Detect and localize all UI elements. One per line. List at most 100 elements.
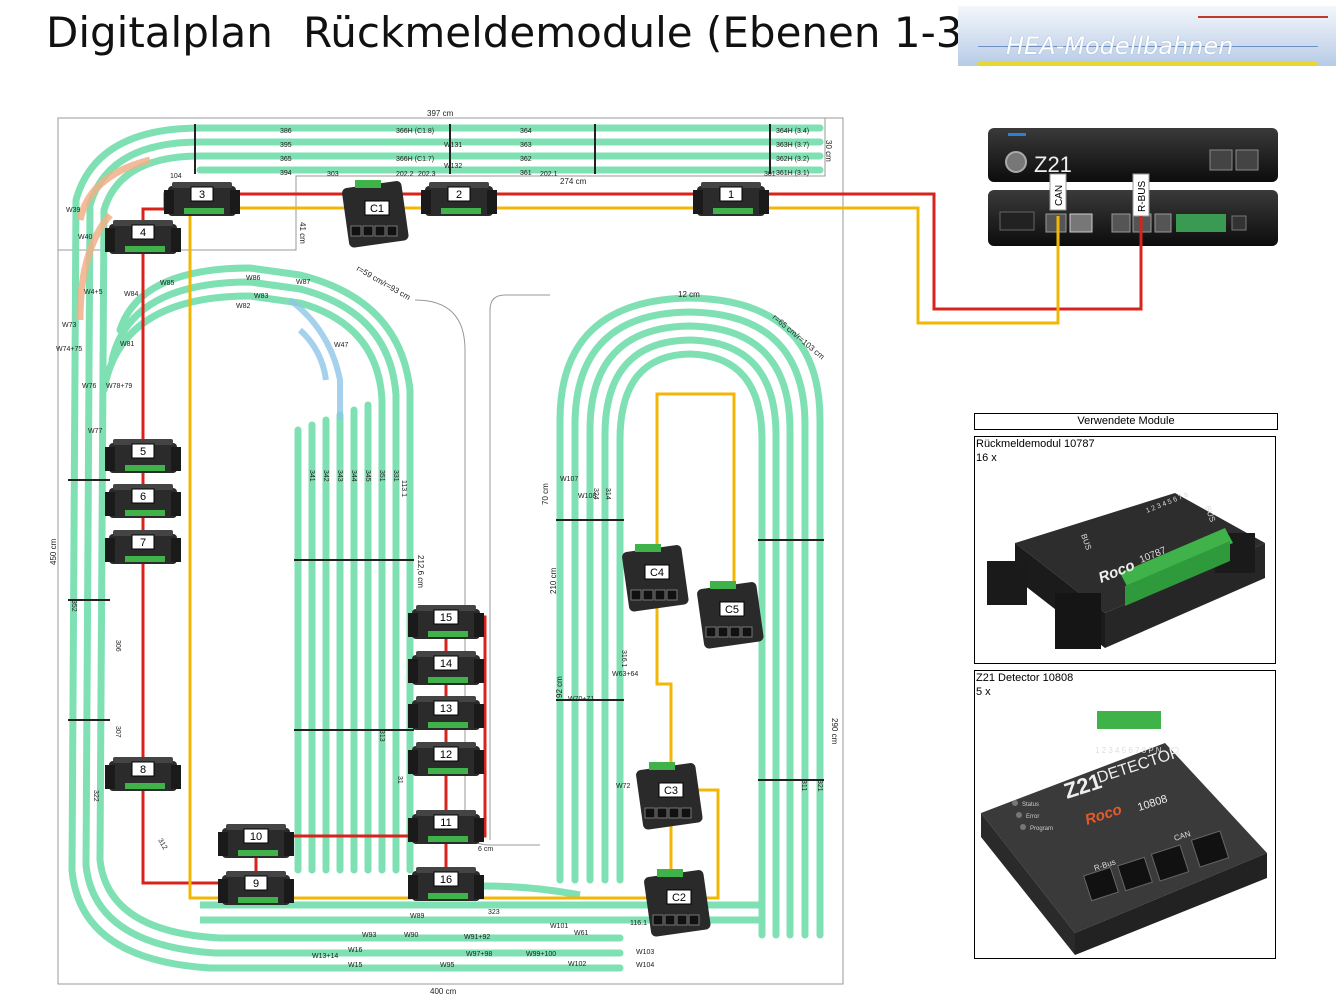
dim-depth-left: 41 cm: [298, 222, 307, 244]
feedback-module-label-2: 2: [456, 189, 462, 201]
label-386: 386: [280, 128, 292, 135]
dim-inner-top: 12 cm: [678, 290, 700, 299]
dim-274: 274 cm: [560, 177, 587, 186]
label-w93: W93: [362, 932, 377, 939]
dim-depth-top-right: 30 cm: [824, 140, 833, 162]
label-w13-14: W13+14: [312, 953, 338, 960]
label-w74-75: W74+75: [56, 346, 82, 353]
label-w47: W47: [334, 342, 349, 349]
label-w61: W61: [574, 930, 589, 937]
dim-height-right: 290 cm: [830, 718, 839, 745]
dim-inner-70: 70 cm: [541, 483, 550, 505]
label-w4-5: W4+5: [84, 289, 103, 296]
feedback-module-label-12: 12: [440, 749, 452, 761]
label-321: 321: [816, 780, 823, 792]
label-202-2: 202.2: [396, 171, 414, 178]
rueckmeldemodul-count: 16 x: [976, 452, 997, 464]
label-311: 311: [800, 780, 807, 791]
orange-tracks: [76, 156, 151, 321]
label-202-3: 202.3: [418, 171, 436, 178]
label-w102: W102: [568, 961, 586, 968]
z21-port-can: CAN: [1054, 185, 1065, 206]
label-w82: W82: [236, 303, 251, 310]
label-364h: 364H (3.4): [776, 128, 809, 135]
label-351: 351: [378, 470, 385, 482]
label-363h: 363H (3.7): [776, 142, 809, 149]
legend-panel-title: Verwendete Module: [974, 413, 1278, 430]
mid-tracks: [288, 297, 343, 420]
label-w108: W108: [578, 493, 596, 500]
label-31: 31: [396, 776, 403, 784]
label-303: 303: [327, 171, 339, 178]
label-w39: W39: [66, 207, 81, 214]
label-365: 365: [280, 156, 292, 163]
label-w101: W101: [550, 923, 568, 930]
label-w91-92: W91+92: [464, 934, 490, 941]
label-w131: W131: [444, 142, 462, 149]
label-301: 301: [764, 171, 776, 178]
label-362: 362: [520, 156, 532, 163]
detector-label-c5: C5: [725, 604, 739, 616]
label-w103: W103: [636, 949, 654, 956]
label-104: 104: [170, 173, 182, 180]
z21-brand: Z21: [1034, 152, 1072, 177]
dim-inner-92: 92 cm: [555, 676, 564, 698]
label-w15: W15: [348, 962, 363, 969]
label-395: 395: [280, 142, 292, 149]
label-w84: W84: [124, 291, 139, 298]
label-w81: W81: [120, 341, 135, 348]
logo-text: HEA-Modellbahnen: [1006, 32, 1234, 60]
label-314: 314: [604, 488, 611, 500]
label-116-1: 116.1: [630, 920, 647, 927]
feedback-module-label-16: 16: [440, 874, 452, 886]
label-w99-100: W99+100: [526, 951, 556, 958]
right-oval-tracks: [556, 294, 824, 939]
detector-name: Z21 Detector 10808: [976, 672, 1074, 684]
rueckmeldemodul-name: Rückmeldemodul 10787: [976, 438, 1095, 450]
track-labels: 386 395 365 394 364 363 362 361 364H (3.…: [56, 128, 823, 969]
label-307: 307: [114, 726, 121, 738]
label-363: 363: [520, 142, 532, 149]
label-313: 313: [378, 730, 385, 742]
label-352: 352: [70, 600, 77, 612]
label-364: 364: [520, 128, 532, 135]
label-w90: W90: [404, 932, 419, 939]
dim-height-left: 450 cm: [49, 538, 58, 565]
label-w89: W89: [410, 913, 425, 920]
label-323: 323: [488, 909, 500, 916]
label-w77: W77: [88, 428, 103, 435]
label-w78-79: W78+79: [106, 383, 132, 390]
detector-count: 5 x: [976, 686, 991, 698]
detector-led-program: Program: [1030, 826, 1053, 832]
feedback-module-label-13: 13: [440, 703, 452, 715]
label-w86: W86: [246, 275, 261, 282]
feedback-module-label-8: 8: [140, 764, 146, 776]
label-361h: 361H (3.1): [776, 170, 809, 177]
feedback-module-label-11: 11: [440, 817, 451, 829]
label-362h: 362H (3.2): [776, 156, 809, 163]
label-w97-98: W97+98: [466, 951, 492, 958]
page-title-main: Rückmeldemodule (Ebenen 1-3): [303, 8, 979, 57]
label-w73: W73: [62, 322, 77, 329]
label-113-1: 113.1: [400, 480, 407, 497]
feedback-module-label-15: 15: [440, 612, 452, 624]
feedback-module-label-14: 14: [440, 658, 452, 670]
label-w107: W107: [560, 476, 578, 483]
label-366h-c18: 366H (C1.8): [396, 128, 434, 135]
dim-inner-left: 212,6 cm: [416, 555, 425, 588]
legend-rueckmeldemodul: Rückmeldemodul 10787 16 x Roco 10787 BUS…: [974, 436, 1276, 664]
feedback-module-label-4: 4: [140, 227, 146, 239]
label-394: 394: [280, 170, 292, 177]
label-202-1: 202.1: [540, 171, 558, 178]
page-title-left: Digitalplan: [46, 8, 273, 57]
detector-led-error: Error: [1026, 814, 1039, 820]
label-306: 306: [114, 640, 121, 652]
dim-inner-210: 210 cm: [549, 567, 558, 594]
label-w95: W95: [440, 962, 455, 969]
z21-port-rbus: R-BUS: [1137, 181, 1148, 212]
label-6cm: 6 cm: [478, 846, 493, 853]
label-w63-64: W63+64: [612, 671, 638, 678]
rueckmeldemodul-image: Roco 10787 BUS BUS 1 2 3 4 5 6 7 8: [987, 492, 1265, 649]
